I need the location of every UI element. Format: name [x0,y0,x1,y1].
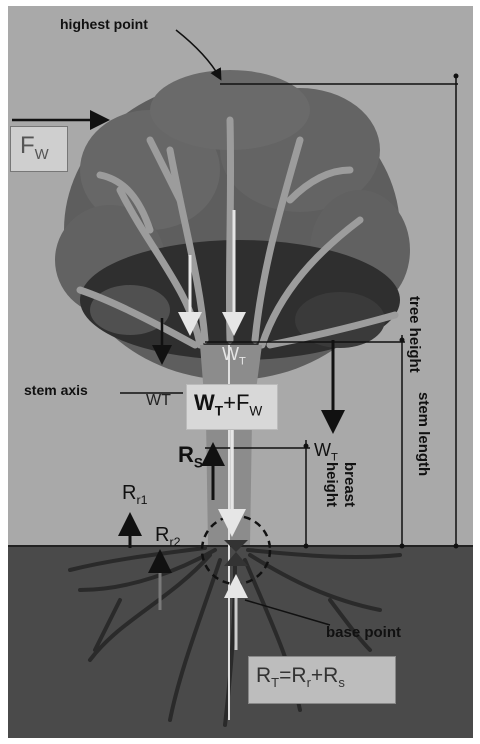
load-sum-label: WT+FW [194,390,262,418]
base-point-label: base point [326,624,401,641]
total-root-label: RT=Rr+Rs [256,664,345,690]
stem-length-label: stem length [415,392,432,476]
rs-label: RS [178,442,203,470]
stem-axis-label: stem axis [24,382,88,398]
tree-height-label: tree height [406,296,423,373]
breast-height-label: breast height [322,462,358,532]
rr1-label: Rr1 [122,482,147,507]
highest-point-label: highest point [60,16,148,32]
weight-label-side: WT [314,440,338,464]
wt-axis-label: WT [146,392,171,410]
wind-force-label: FW [20,132,49,163]
ground-background [8,546,473,738]
rr2-label: Rr2 [155,524,180,549]
weight-label-crown: WT [222,344,246,368]
